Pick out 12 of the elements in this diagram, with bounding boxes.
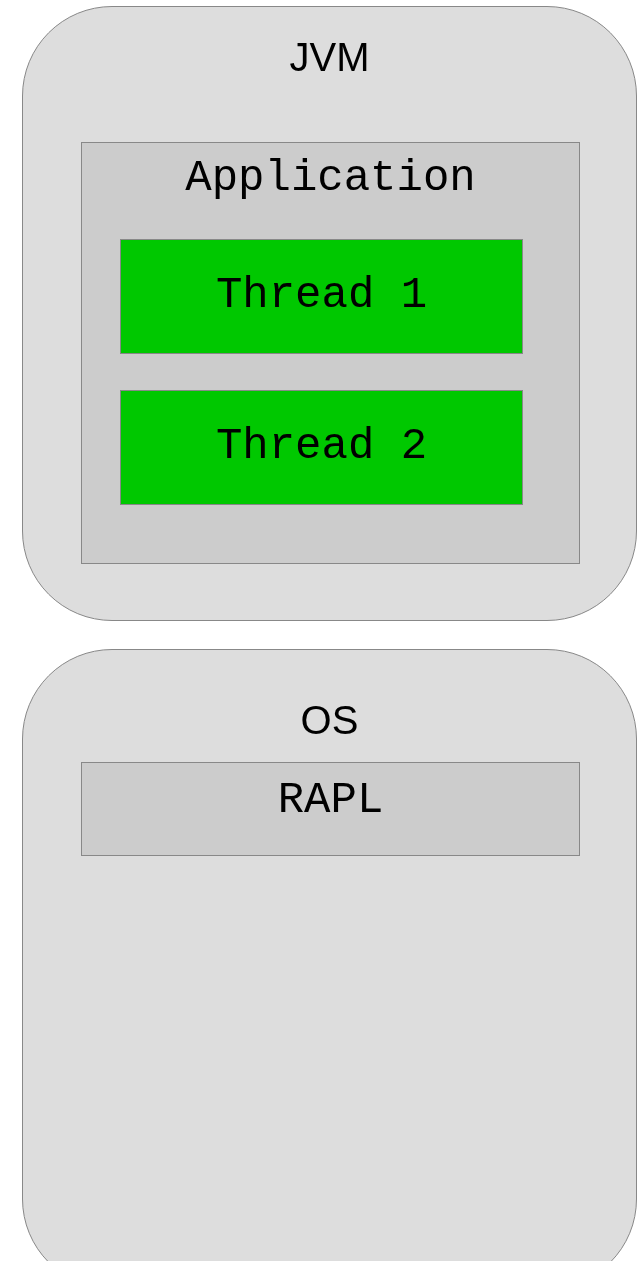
container-box bbox=[22, 649, 637, 1261]
node-label: OS bbox=[299, 698, 360, 743]
process-box bbox=[120, 239, 523, 354]
node-label: Thread 2 bbox=[214, 421, 429, 471]
node-label: RAPL bbox=[276, 775, 385, 825]
component-box bbox=[81, 762, 580, 856]
group-box bbox=[81, 142, 580, 564]
node-label: Application bbox=[184, 153, 477, 203]
process-box bbox=[120, 390, 523, 505]
container-box bbox=[22, 6, 637, 621]
node-label: Thread 1 bbox=[214, 270, 429, 320]
node-label: JVM bbox=[288, 35, 371, 80]
